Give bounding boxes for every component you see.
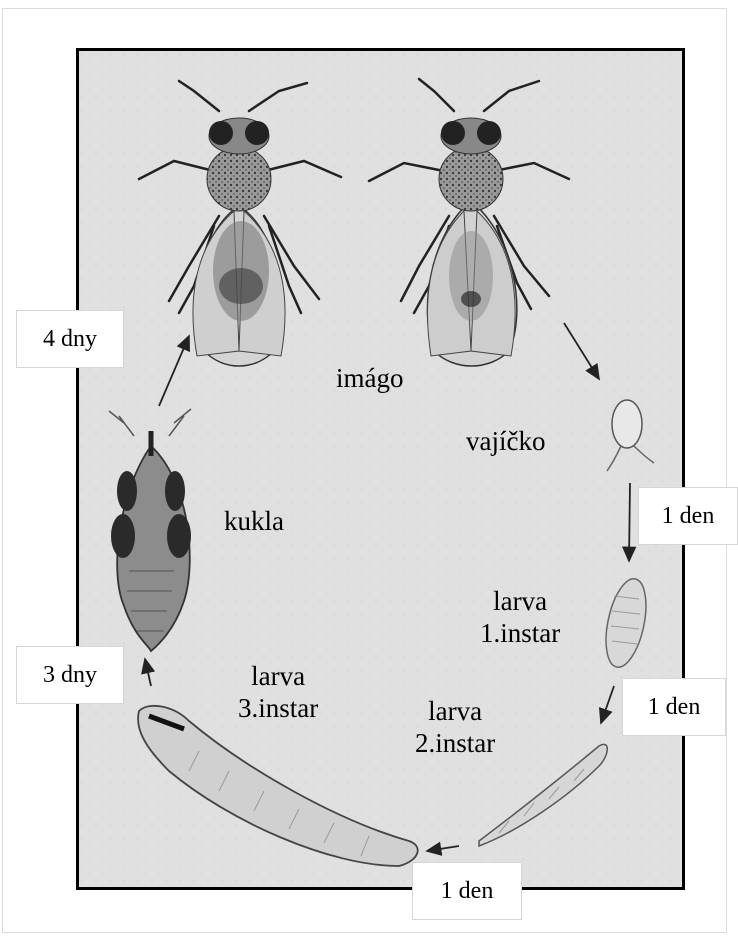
stage-label-larva-3: larva 3.instar: [238, 660, 318, 725]
life-cycle-diagram: [76, 48, 685, 890]
stage-label-larva-2-line2: 2.instar: [415, 727, 495, 759]
stage-label-pupa: kukla: [224, 505, 284, 537]
stage-label-larva-3-line1: larva: [238, 660, 318, 692]
stage-label-larva-2: larva 2.instar: [415, 695, 495, 760]
stage-label-larva-1-line2: 1.instar: [480, 617, 560, 649]
life-cycle-illustration: [79, 51, 682, 887]
duration-egg-to-larva-1: 1 den: [638, 487, 738, 545]
stage-label-larva-2-line1: larva: [415, 695, 495, 727]
duration-larva-3-to-pupa: 3 dny: [16, 646, 124, 704]
arrow-egg-to-larva-1: [629, 483, 630, 561]
stage-label-larva-3-line2: 3.instar: [238, 692, 318, 724]
stage-label-egg: vajíčko: [466, 425, 545, 457]
stage-label-larva-1: larva 1.instar: [480, 585, 560, 650]
duration-larva-2-to-larva-3: 1 den: [412, 862, 522, 920]
duration-pupa-to-imago: 4 dny: [16, 310, 124, 368]
stage-label-larva-1-line1: larva: [480, 585, 560, 617]
stage-label-imago: imágo: [336, 362, 404, 394]
duration-larva-1-to-larva-2: 1 den: [622, 678, 726, 736]
